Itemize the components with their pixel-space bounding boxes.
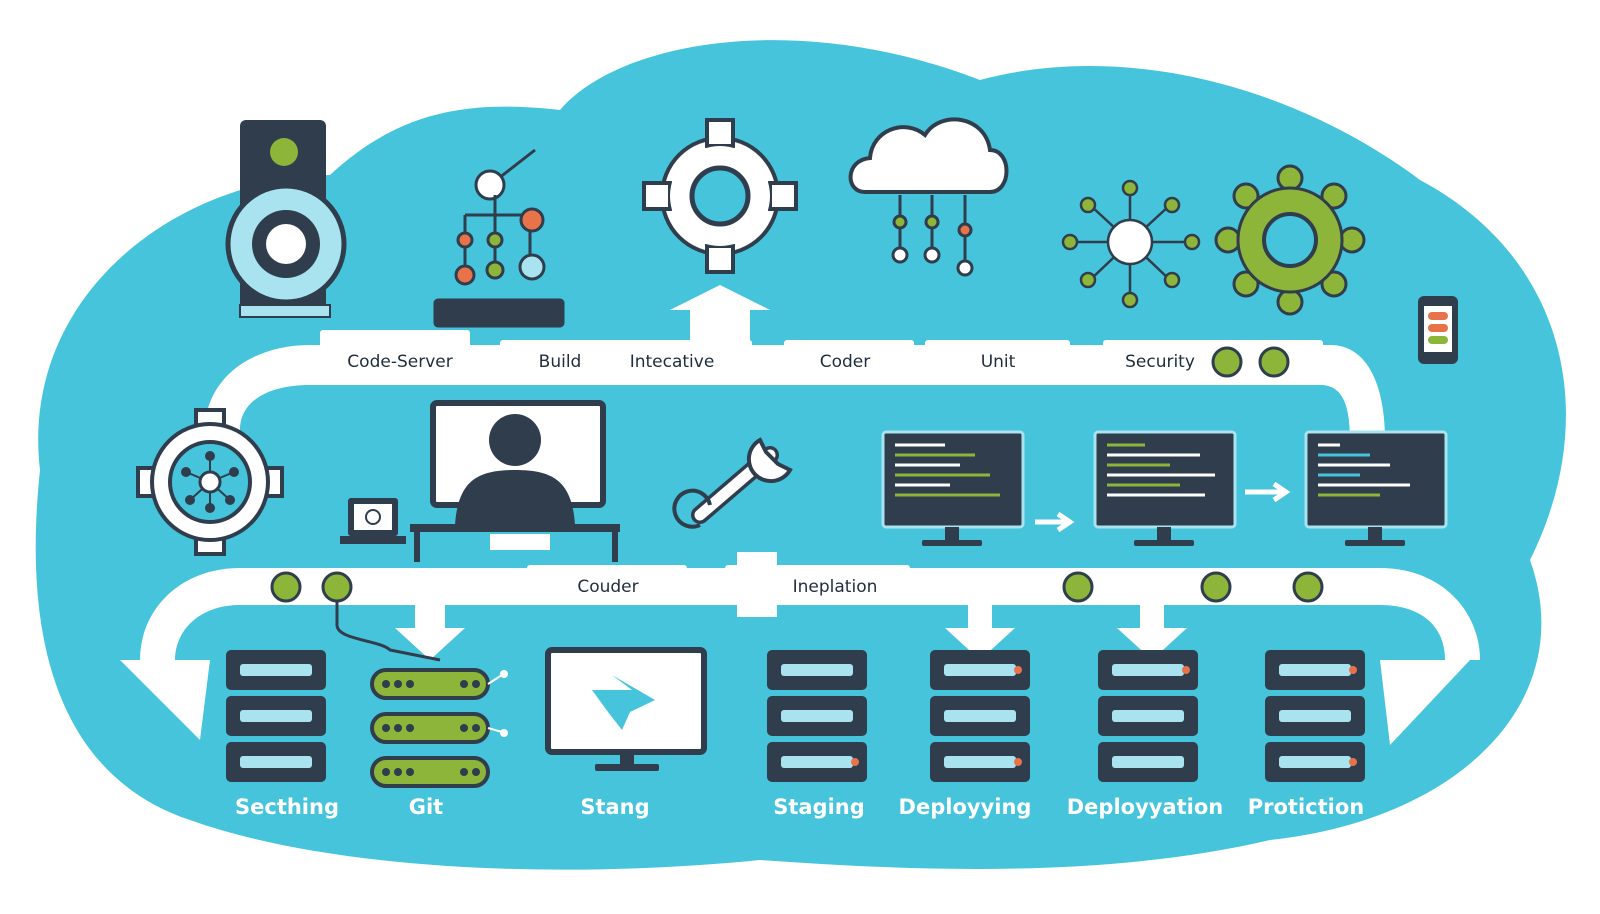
- svg-text:Unit: Unit: [981, 352, 1016, 372]
- up-arrow-icon: [670, 285, 770, 345]
- server-disc-icon: [225, 120, 347, 318]
- green-gear-icon: [1214, 164, 1366, 316]
- developer-workstation-icon: [410, 400, 620, 562]
- stage-label-secthing: Secthing: [235, 795, 339, 819]
- svg-text:Couder: Couder: [577, 577, 638, 597]
- code-monitor-1: [881, 430, 1025, 546]
- svg-text:Security: Security: [1125, 352, 1195, 372]
- arrow-right-icon-2: [1245, 481, 1291, 503]
- stage-label-deployyation: Deployyation: [1067, 795, 1224, 819]
- label-unit: Unit: [925, 340, 1070, 380]
- svg-text:Code-Server: Code-Server: [347, 352, 452, 372]
- gear-icon: [642, 118, 798, 274]
- label-code-server: Code-Server: [320, 330, 470, 378]
- stage-label-git: Git: [409, 795, 443, 819]
- down-arrow-icon-1: [395, 605, 465, 660]
- server-stack-staging: [767, 650, 867, 782]
- stage-label-staging: Staging: [773, 795, 865, 819]
- curve-arrow-left-icon: [120, 660, 210, 740]
- green-server-git: [370, 668, 508, 788]
- stage-label-deployying: Deployying: [899, 795, 1032, 819]
- server-stack-protiction: [1265, 650, 1365, 782]
- bottom-status-dots: [270, 571, 1324, 603]
- curve-arrow-right-icon: [1380, 660, 1470, 745]
- server-stack-deployying: [930, 650, 1030, 782]
- svg-text:Build: Build: [539, 352, 582, 372]
- label-ineplation: Ineplation: [725, 552, 910, 617]
- cloud-network-icon: [848, 117, 1009, 277]
- label-security: Security: [1103, 340, 1323, 380]
- arrow-right-icon: [1035, 511, 1075, 533]
- label-coder: Coder: [784, 340, 914, 380]
- svg-text:Ineplation: Ineplation: [793, 577, 878, 597]
- laptop-icon: [340, 498, 406, 544]
- svg-text:Coder: Coder: [820, 352, 871, 372]
- server-stack-deployyation: [1098, 650, 1198, 782]
- bottom-flow-band: [120, 568, 1480, 745]
- label-intecative: Intecative: [612, 340, 752, 380]
- server-stack-secthing: [226, 650, 326, 782]
- code-monitor-2: [1093, 430, 1237, 546]
- phone-icon: [1418, 296, 1458, 364]
- wrench-icon: [672, 437, 793, 529]
- network-gear-icon: [136, 408, 284, 556]
- display-monitor-stang: [545, 647, 707, 771]
- cable-line: [335, 600, 441, 662]
- label-couder: Couder: [527, 565, 687, 605]
- stage-label-stang: Stang: [580, 795, 649, 819]
- stage-label-protiction: Protiction: [1248, 795, 1364, 819]
- code-monitor-3: [1304, 430, 1448, 546]
- down-arrow-icon-3: [1117, 605, 1187, 660]
- down-arrow-icon-2: [945, 605, 1015, 660]
- label-build: Build: [500, 340, 620, 380]
- hub-network-icon: [1061, 179, 1201, 309]
- git-branch-icon: [433, 148, 565, 328]
- svg-text:Intecative: Intecative: [630, 352, 715, 372]
